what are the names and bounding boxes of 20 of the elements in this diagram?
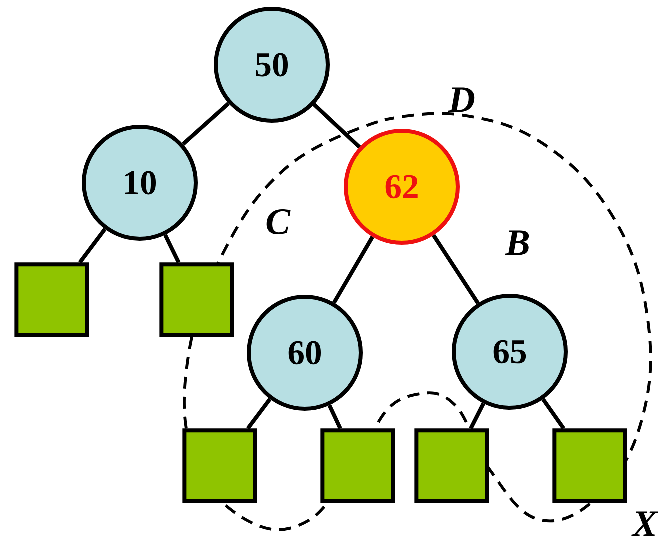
tree-edge [312, 103, 362, 149]
tree-edge [432, 234, 480, 305]
tree-edge [164, 234, 181, 264]
tree-edge [246, 398, 272, 430]
leaf-square [414, 428, 490, 504]
leaf-square [160, 262, 234, 338]
tree-edge [78, 228, 107, 264]
tree-edge [328, 404, 342, 430]
tree-edge [542, 398, 566, 430]
leaf-square [552, 428, 628, 504]
leaf-square [14, 262, 90, 338]
region-label: C [266, 209, 291, 235]
region-label: B [505, 230, 530, 256]
leaf-square [182, 428, 258, 504]
region-label: D [448, 88, 475, 112]
tree-edge [182, 102, 230, 146]
region-label: X [632, 512, 658, 536]
tree-edge [332, 236, 374, 304]
leaf-square [320, 428, 396, 504]
tree-edge [469, 402, 486, 430]
